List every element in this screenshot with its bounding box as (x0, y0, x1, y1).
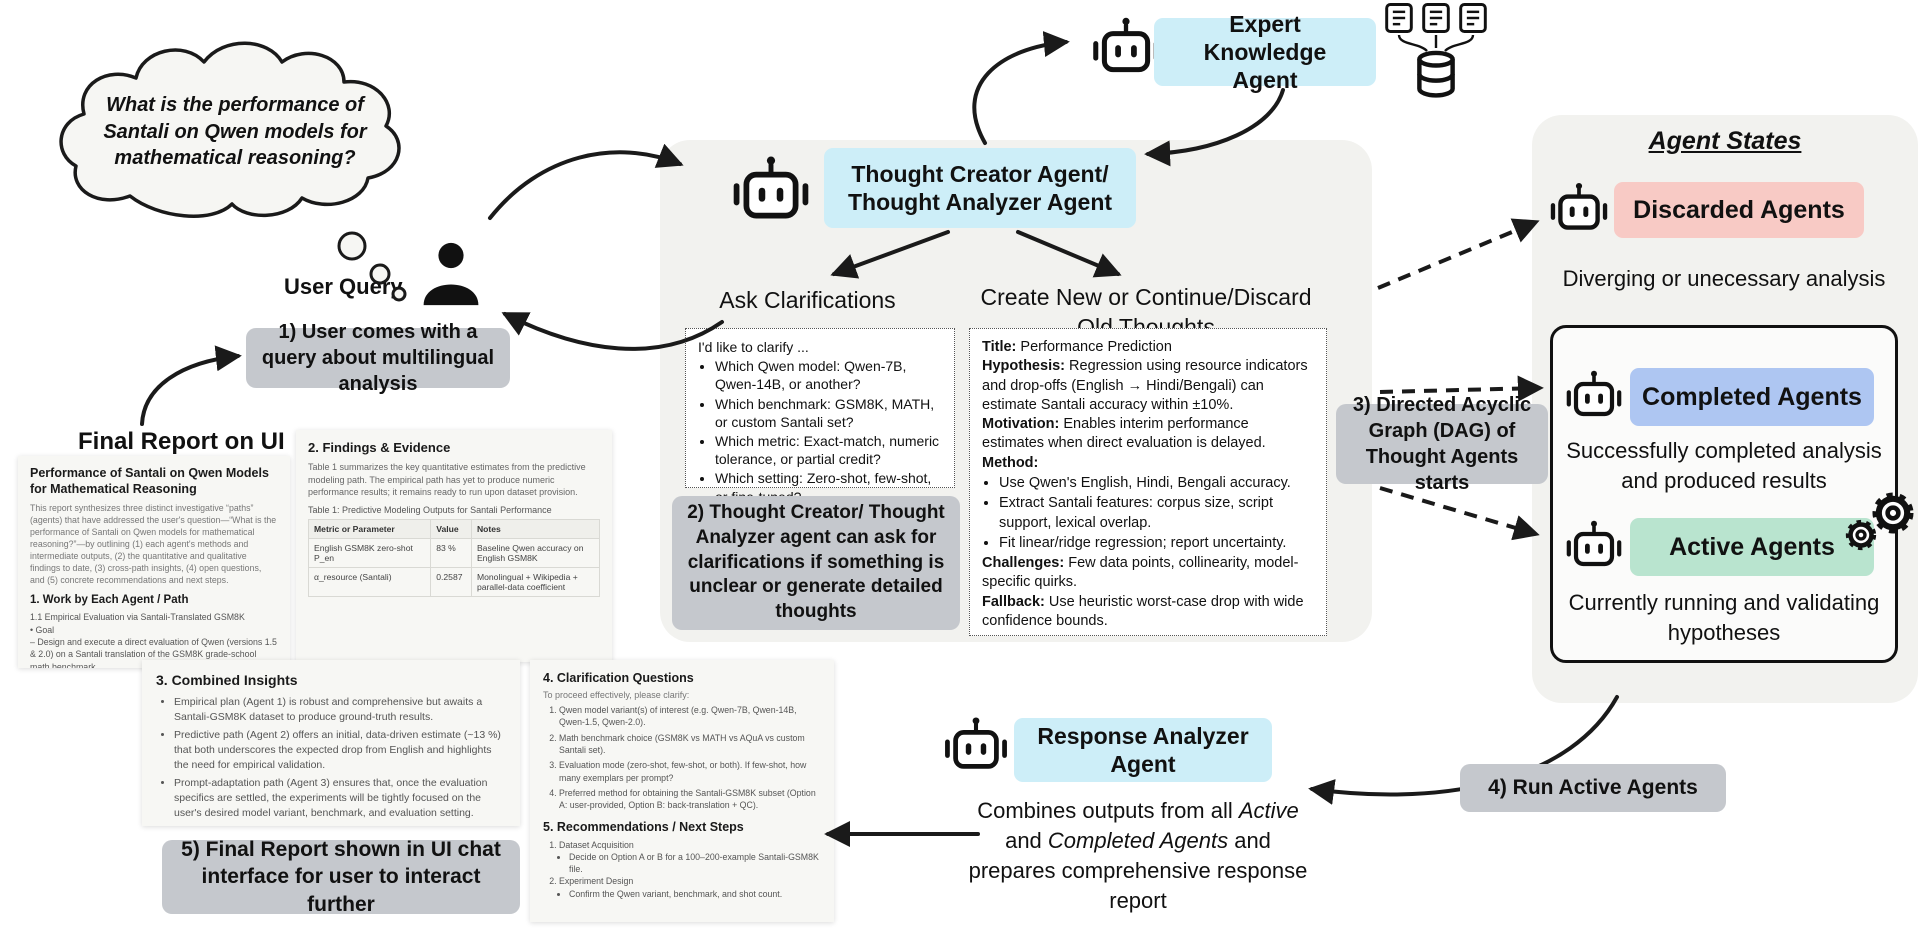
insight-item: Empirical plan (Agent 1) is robust and c… (174, 695, 506, 724)
report-line: 1.1 Empirical Evaluation via Santali-Tra… (30, 612, 245, 623)
recommendation-item: Experiment Design Confirm the Qwen varia… (559, 875, 821, 900)
thought-motivation-line: Motivation: Enables interim performance … (982, 416, 1266, 452)
completed-agents-desc: Successfully completed analysis and prod… (1566, 438, 1882, 493)
discarded-agents-desc: Diverging or unecessary analysis (1562, 266, 1886, 292)
table-cell: 0.2587 (430, 566, 472, 597)
step-5-badge: 5) Final Report shown in UI chat interfa… (162, 838, 520, 916)
clarify-item: Which metric: Exact-match, numeric toler… (715, 432, 942, 468)
person-icon (414, 236, 488, 312)
recommendation-item: Dataset Acquisition Decide on Option A o… (559, 839, 821, 876)
thought-title-line: Title: Performance Prediction (982, 339, 1172, 355)
response-analyzer-desc: Combines outputs from all Active and Com… (966, 796, 1310, 916)
report-doc-overview: Performance of Santali on Qwen Models fo… (18, 456, 290, 668)
insight-item: Prompt-adaptation path (Agent 3) ensures… (174, 776, 506, 820)
report-doc-findings: 2. Findings & Evidence Table 1 summarize… (296, 430, 612, 662)
robot-icon (942, 712, 1010, 780)
final-report-label: Final Report on UI (78, 428, 285, 455)
report-doc-insights: 3. Combined Insights Empirical plan (Age… (142, 660, 520, 826)
response-desc-text: and prepares comprehensive response repo… (968, 827, 1308, 913)
table-cell: Baseline Qwen accuracy on English GSM8K (470, 537, 601, 568)
response-desc-active: Active (1238, 798, 1299, 823)
response-desc-text: Combines outputs from all (977, 798, 1239, 823)
recommendation-title: Experiment Design (559, 876, 634, 887)
clarification-item: Math benchmark choice (GSM8K vs MATH vs … (559, 732, 821, 757)
robot-icon (1090, 12, 1162, 84)
clarification-item: Preferred method for obtaining the Santa… (559, 787, 821, 812)
thought-fallback-line: Fallback: Use heuristic worst-case drop … (982, 593, 1304, 629)
robot-icon (1548, 178, 1610, 240)
table-cell: English GSM8K zero-shot P_en (307, 537, 432, 568)
step-3-badge: 3) Directed Acyclic Graph (DAG) of Thoug… (1336, 394, 1548, 494)
step-1-badge: 1) User comes with a query about multili… (246, 321, 510, 395)
active-agents-desc: Currently running and validating hypothe… (1568, 590, 1880, 645)
recommendation-title: Dataset Acquisition (559, 839, 634, 850)
thought-detail-box: Title: Performance Prediction Hypothesis… (969, 328, 1327, 636)
discarded-agents-box: Discarded Agents (1614, 182, 1864, 238)
arrow-dag-to-discarded (1377, 218, 1540, 290)
clarify-item: Which Qwen model: Qwen-7B, Qwen-14B, or … (715, 357, 942, 393)
active-agents-box: Active Agents (1630, 518, 1874, 576)
robot-icon (1564, 516, 1624, 576)
findings-table: Metric or Parameter Value Notes English … (307, 518, 601, 597)
recommendations-heading: 5. Recommendations / Next Steps (543, 819, 744, 834)
method-item: Extract Santali features: corpus size, s… (999, 494, 1314, 533)
report-section1-heading: 1. Work by Each Agent / Path (30, 594, 189, 607)
step-2-badge: 2) Thought Creator/ Thought Analyzer age… (672, 496, 960, 630)
expert-knowledge-agent-box: Expert Knowledge Agent (1154, 11, 1376, 93)
table-header: Value (430, 518, 472, 539)
insight-item: Predictive path (Agent 2) offers an init… (174, 728, 506, 772)
clarification-questions-box: I'd like to clarify ... Which Qwen model… (685, 328, 955, 505)
gears-icon (1840, 490, 1918, 562)
table-header: Notes (470, 518, 601, 539)
branch-ask-clarifications: Ask Clarifications (719, 286, 896, 313)
clarify-item: Which benchmark: GSM8K, MATH, or custom … (715, 395, 942, 431)
user-question-text: What is the performance of Santali on Qw… (103, 94, 367, 170)
clarification-item: Evaluation mode (zero-shot, few-shot, or… (559, 759, 821, 784)
table-cell: α_resource (Santali) (307, 566, 432, 597)
thought-cloud-shape (59, 41, 401, 218)
response-desc-completed: Completed Agents (1047, 827, 1229, 853)
response-desc-text: and (1005, 827, 1048, 853)
table-caption: Table 1: Predictive Modeling Outputs for… (308, 504, 552, 515)
documents-database-icon (1385, 2, 1487, 98)
thought-hypothesis-line: Hypothesis: Regression using resource in… (982, 358, 1308, 413)
insights-heading: 3. Combined Insights (156, 672, 298, 688)
clarification-item: Qwen model variant(s) of interest (e.g. … (559, 704, 821, 729)
method-item: Use Qwen's English, Hindi, Bengali accur… (999, 474, 1314, 493)
arrow-user-to-creator (488, 143, 684, 220)
thought-creator-agent-box: Thought Creator Agent/ Thought Analyzer … (824, 148, 1136, 228)
agent-states-title: Agent States (1648, 126, 1802, 155)
table-row: English GSM8K zero-shot P_en 83 % Baseli… (307, 537, 601, 568)
report-line: – Design and execute a direct evaluation… (30, 637, 277, 668)
thought-method-line: Method: (982, 454, 1039, 471)
report-doc-clarifications: 4. Clarification Questions To proceed ef… (530, 660, 834, 922)
table-row: α_resource (Santali) 0.2587 Monolingual … (307, 566, 601, 597)
report-title: Performance of Santali on Qwen Models fo… (30, 466, 269, 496)
completed-agents-box: Completed Agents (1630, 368, 1874, 426)
arrow-report-to-step1 (140, 345, 242, 426)
recommendation-detail: Decide on Option A or B for a 100–200-ex… (569, 851, 821, 876)
user-query-label: User Query (284, 274, 403, 299)
findings-paragraph: Table 1 summarizes the key quantitative … (308, 462, 586, 498)
recommendation-detail: Confirm the Qwen variant, benchmark, and… (569, 888, 821, 900)
table-cell: 83 % (430, 537, 472, 568)
table-cell: Monolingual + Wikipedia + parallel-data … (470, 566, 601, 597)
clarifications-heading: 4. Clarification Questions (543, 671, 694, 685)
robot-icon (730, 150, 812, 232)
clarifications-intro: To proceed effectively, please clarify: (543, 690, 690, 700)
robot-icon (1564, 366, 1624, 426)
report-abstract: This report synthesizes three distinct i… (30, 503, 277, 585)
response-analyzer-agent-box: Response Analyzer Agent (1014, 718, 1272, 782)
clarify-intro: I'd like to clarify ... (698, 339, 809, 355)
step-4-badge: 4) Run Active Agents (1460, 764, 1726, 812)
table-header: Metric or Parameter (307, 518, 432, 539)
arrow-creator-to-expert (972, 31, 1070, 145)
report-line: • Goal (30, 624, 55, 635)
findings-heading: 2. Findings & Evidence (308, 440, 451, 455)
thought-challenges-line: Challenges: Few data points, collinearit… (982, 555, 1299, 591)
method-item: Fit linear/ridge regression; report unce… (999, 534, 1314, 553)
